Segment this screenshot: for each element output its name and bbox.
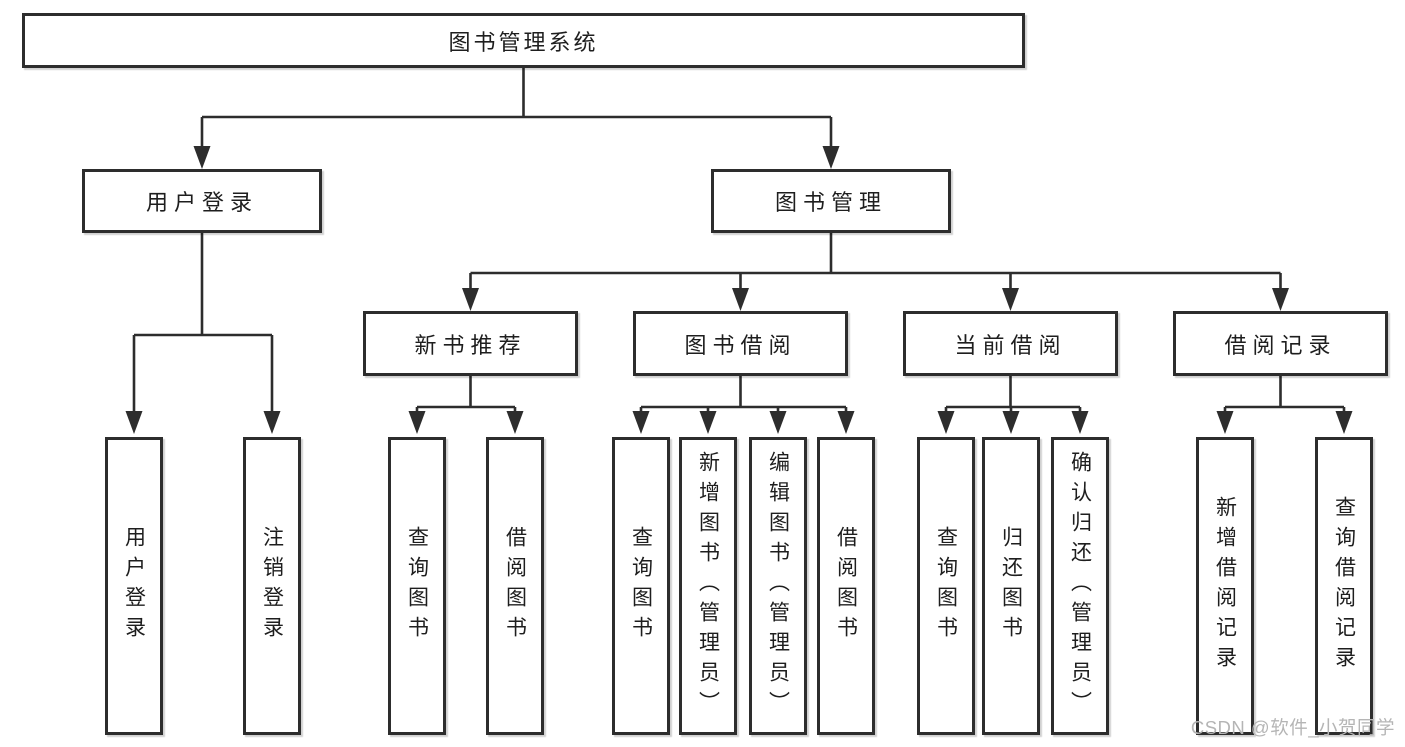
edge-book-borrow-children [639,376,848,416]
node-user-login-label: 用户登录 [145,190,258,215]
arrowheads-borrow-records-children [1216,411,1353,434]
leaf-query-borrow-record-label: 查询借阅记录 [1332,496,1356,676]
leaf-query-books-current-label: 查询图书 [934,526,958,646]
arrowheads-user-login-children [125,411,281,434]
node-book-management: 图书管理 [711,169,951,233]
edge-current-borrow-children [944,376,1082,416]
node-current-borrowing-label: 当前借阅 [954,332,1067,358]
leaf-query-books-borrow: 查询图书 [612,437,670,735]
node-current-borrowing: 当前借阅 [903,311,1118,376]
arrowheads-book-borrow-children [632,411,855,434]
leaf-query-books-recommend-label: 查询图书 [405,526,429,646]
leaf-return-books-label: 归还图书 [999,526,1023,646]
leaf-borrow-books-recommend: 借阅图书 [486,437,544,735]
node-book-borrowing: 图书借阅 [633,311,848,376]
watermark: CSDN @软件_小贺同学 [1190,717,1395,738]
leaf-borrow-books-recommend-label: 借阅图书 [503,526,527,646]
node-new-book-recommend-label: 新书推荐 [414,332,527,358]
leaf-user-login: 用户登录 [105,437,163,735]
leaf-return-books: 归还图书 [982,437,1040,735]
leaf-query-borrow-record: 查询借阅记录 [1315,437,1373,735]
arrowheads-level2 [193,146,840,169]
node-book-management-label: 图书管理 [774,190,887,215]
leaf-confirm-return-admin: 确认归还（管理员） [1051,437,1109,735]
leaf-query-books-borrow-label: 查询图书 [629,526,653,646]
node-root: 图书管理系统 [22,13,1025,68]
leaf-edit-book-admin-label: 编辑图书（管理员） [766,451,790,721]
leaf-logout-label: 注销登录 [260,526,284,646]
leaf-borrow-books-label: 借阅图书 [834,526,858,646]
edge-user-login-children [132,233,274,416]
leaf-add-book-admin: 新增图书（管理员） [679,437,737,735]
node-borrowing-records-label: 借阅记录 [1224,332,1337,358]
edge-book-management-children [469,233,1282,293]
arrowheads-level3 [462,288,1289,311]
leaf-add-book-admin-label: 新增图书（管理员） [696,451,720,721]
node-user-login: 用户登录 [82,169,322,233]
edge-borrow-records-children [1223,376,1346,416]
leaf-edit-book-admin: 编辑图书（管理员） [749,437,807,735]
arrowheads-new-book-children [408,411,524,434]
node-borrowing-records: 借阅记录 [1173,311,1388,376]
node-root-label: 图书管理系统 [448,29,599,55]
leaf-user-login-label: 用户登录 [122,526,146,646]
leaf-logout: 注销登录 [243,437,301,735]
node-book-borrowing-label: 图书借阅 [684,332,797,358]
arrowheads-current-borrow-children [937,411,1089,434]
leaf-add-borrow-record-label: 新增借阅记录 [1213,496,1237,676]
leaf-borrow-books: 借阅图书 [817,437,875,735]
edge-new-book-children [415,376,517,416]
leaf-add-borrow-record: 新增借阅记录 [1196,437,1254,735]
leaf-query-books-recommend: 查询图书 [388,437,446,735]
edge-root-to-level2 [200,68,833,151]
leaf-query-books-current: 查询图书 [917,437,975,735]
leaf-confirm-return-admin-label: 确认归还（管理员） [1068,451,1092,721]
node-new-book-recommend: 新书推荐 [363,311,578,376]
